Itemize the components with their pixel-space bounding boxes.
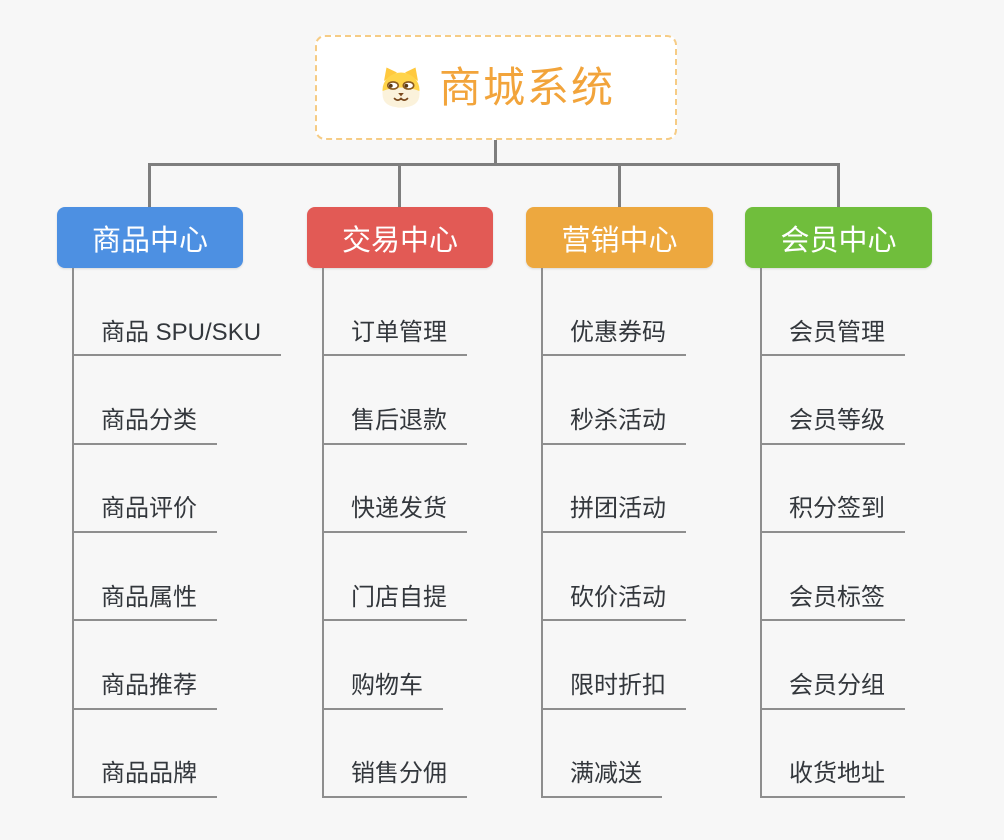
tree-item-label: 订单管理	[324, 319, 467, 357]
dog-face-icon	[377, 64, 425, 112]
tree-item[interactable]: 满减送	[541, 709, 686, 798]
tree-item-label: 会员管理	[762, 319, 905, 357]
tree-item-label: 商品 SPU/SKU	[74, 319, 282, 357]
tree-item[interactable]: 商品 SPU/SKU	[72, 268, 282, 357]
branch-tree-marketing: 优惠券码秒杀活动拼团活动砍价活动限时折扣满减送	[541, 268, 686, 798]
branch-header-member[interactable]: 会员中心	[745, 207, 932, 268]
tree-item-label: 售后退款	[324, 407, 467, 445]
connector-drop-goods	[148, 163, 151, 208]
connector-drop-marketing	[618, 163, 621, 208]
tree-item[interactable]: 会员等级	[760, 356, 905, 445]
tree-item-label: 会员标签	[762, 584, 905, 622]
tree-item[interactable]: 售后退款	[322, 356, 467, 445]
tree-item-label: 会员等级	[762, 407, 905, 445]
tree-item[interactable]: 拼团活动	[541, 444, 686, 533]
tree-item-label: 优惠券码	[543, 319, 686, 357]
root-node[interactable]: 商城系统	[315, 35, 677, 140]
tree-item-label: 商品推荐	[74, 672, 217, 710]
branch-label: 商品中心	[91, 224, 208, 257]
tree-item[interactable]: 积分签到	[760, 444, 905, 533]
tree-item[interactable]: 快递发货	[322, 444, 467, 533]
tree-item-label: 门店自提	[324, 584, 467, 622]
branch-label: 交易中心	[341, 224, 458, 257]
tree-item-label: 积分签到	[762, 495, 905, 533]
branch-label: 会员中心	[780, 224, 897, 257]
tree-item-label: 拼团活动	[543, 495, 686, 533]
tree-item[interactable]: 优惠券码	[541, 268, 686, 357]
branch-label: 营销中心	[561, 224, 678, 257]
branch-header-marketing[interactable]: 营销中心	[526, 207, 713, 268]
tree-item-label: 商品评价	[74, 495, 217, 533]
branch-header-goods[interactable]: 商品中心	[57, 207, 243, 268]
tree-item[interactable]: 会员分组	[760, 621, 905, 710]
tree-item-label: 商品分类	[74, 407, 217, 445]
tree-item-label: 秒杀活动	[543, 407, 686, 445]
tree-item-label: 限时折扣	[543, 672, 686, 710]
tree-item-label: 快递发货	[324, 495, 467, 533]
tree-item[interactable]: 订单管理	[322, 268, 467, 357]
tree-item-label: 商品属性	[74, 584, 217, 622]
tree-item-label: 收货地址	[762, 760, 905, 798]
tree-item[interactable]: 商品评价	[72, 444, 281, 533]
branch-tree-member: 会员管理会员等级积分签到会员标签会员分组收货地址	[760, 268, 905, 798]
tree-item[interactable]: 门店自提	[322, 532, 467, 622]
branch-tree-trade: 订单管理售后退款快递发货门店自提购物车销售分佣	[322, 268, 467, 798]
tree-item-label: 购物车	[324, 672, 443, 710]
tree-item[interactable]: 商品推荐	[72, 621, 281, 710]
tree-item[interactable]: 收货地址	[760, 709, 905, 798]
tree-item[interactable]: 购物车	[322, 621, 467, 710]
tree-item[interactable]: 商品属性	[72, 532, 281, 622]
tree-item[interactable]: 商品分类	[72, 356, 281, 445]
branch-header-trade[interactable]: 交易中心	[307, 207, 493, 268]
tree-item[interactable]: 砍价活动	[541, 532, 686, 622]
tree-item[interactable]: 商品品牌	[72, 709, 281, 798]
tree-item-label: 砍价活动	[543, 584, 686, 622]
connector-root-stub	[494, 140, 497, 166]
tree-item[interactable]: 秒杀活动	[541, 356, 686, 445]
tree-item[interactable]: 销售分佣	[322, 709, 467, 798]
connector-horizontal-bar	[148, 163, 840, 166]
connector-drop-trade	[398, 163, 401, 208]
tree-item[interactable]: 会员管理	[760, 268, 905, 357]
connector-drop-member	[837, 163, 840, 208]
tree-item[interactable]: 会员标签	[760, 532, 905, 622]
tree-item-label: 会员分组	[762, 672, 905, 710]
tree-item[interactable]: 限时折扣	[541, 621, 686, 710]
tree-item-label: 商品品牌	[74, 760, 217, 798]
tree-item-label: 满减送	[543, 760, 662, 798]
branch-tree-goods: 商品 SPU/SKU 商品分类商品评价商品属性商品推荐商品品牌	[72, 268, 282, 798]
root-title: 商城系统	[438, 63, 615, 111]
tree-item-label: 销售分佣	[324, 760, 467, 798]
